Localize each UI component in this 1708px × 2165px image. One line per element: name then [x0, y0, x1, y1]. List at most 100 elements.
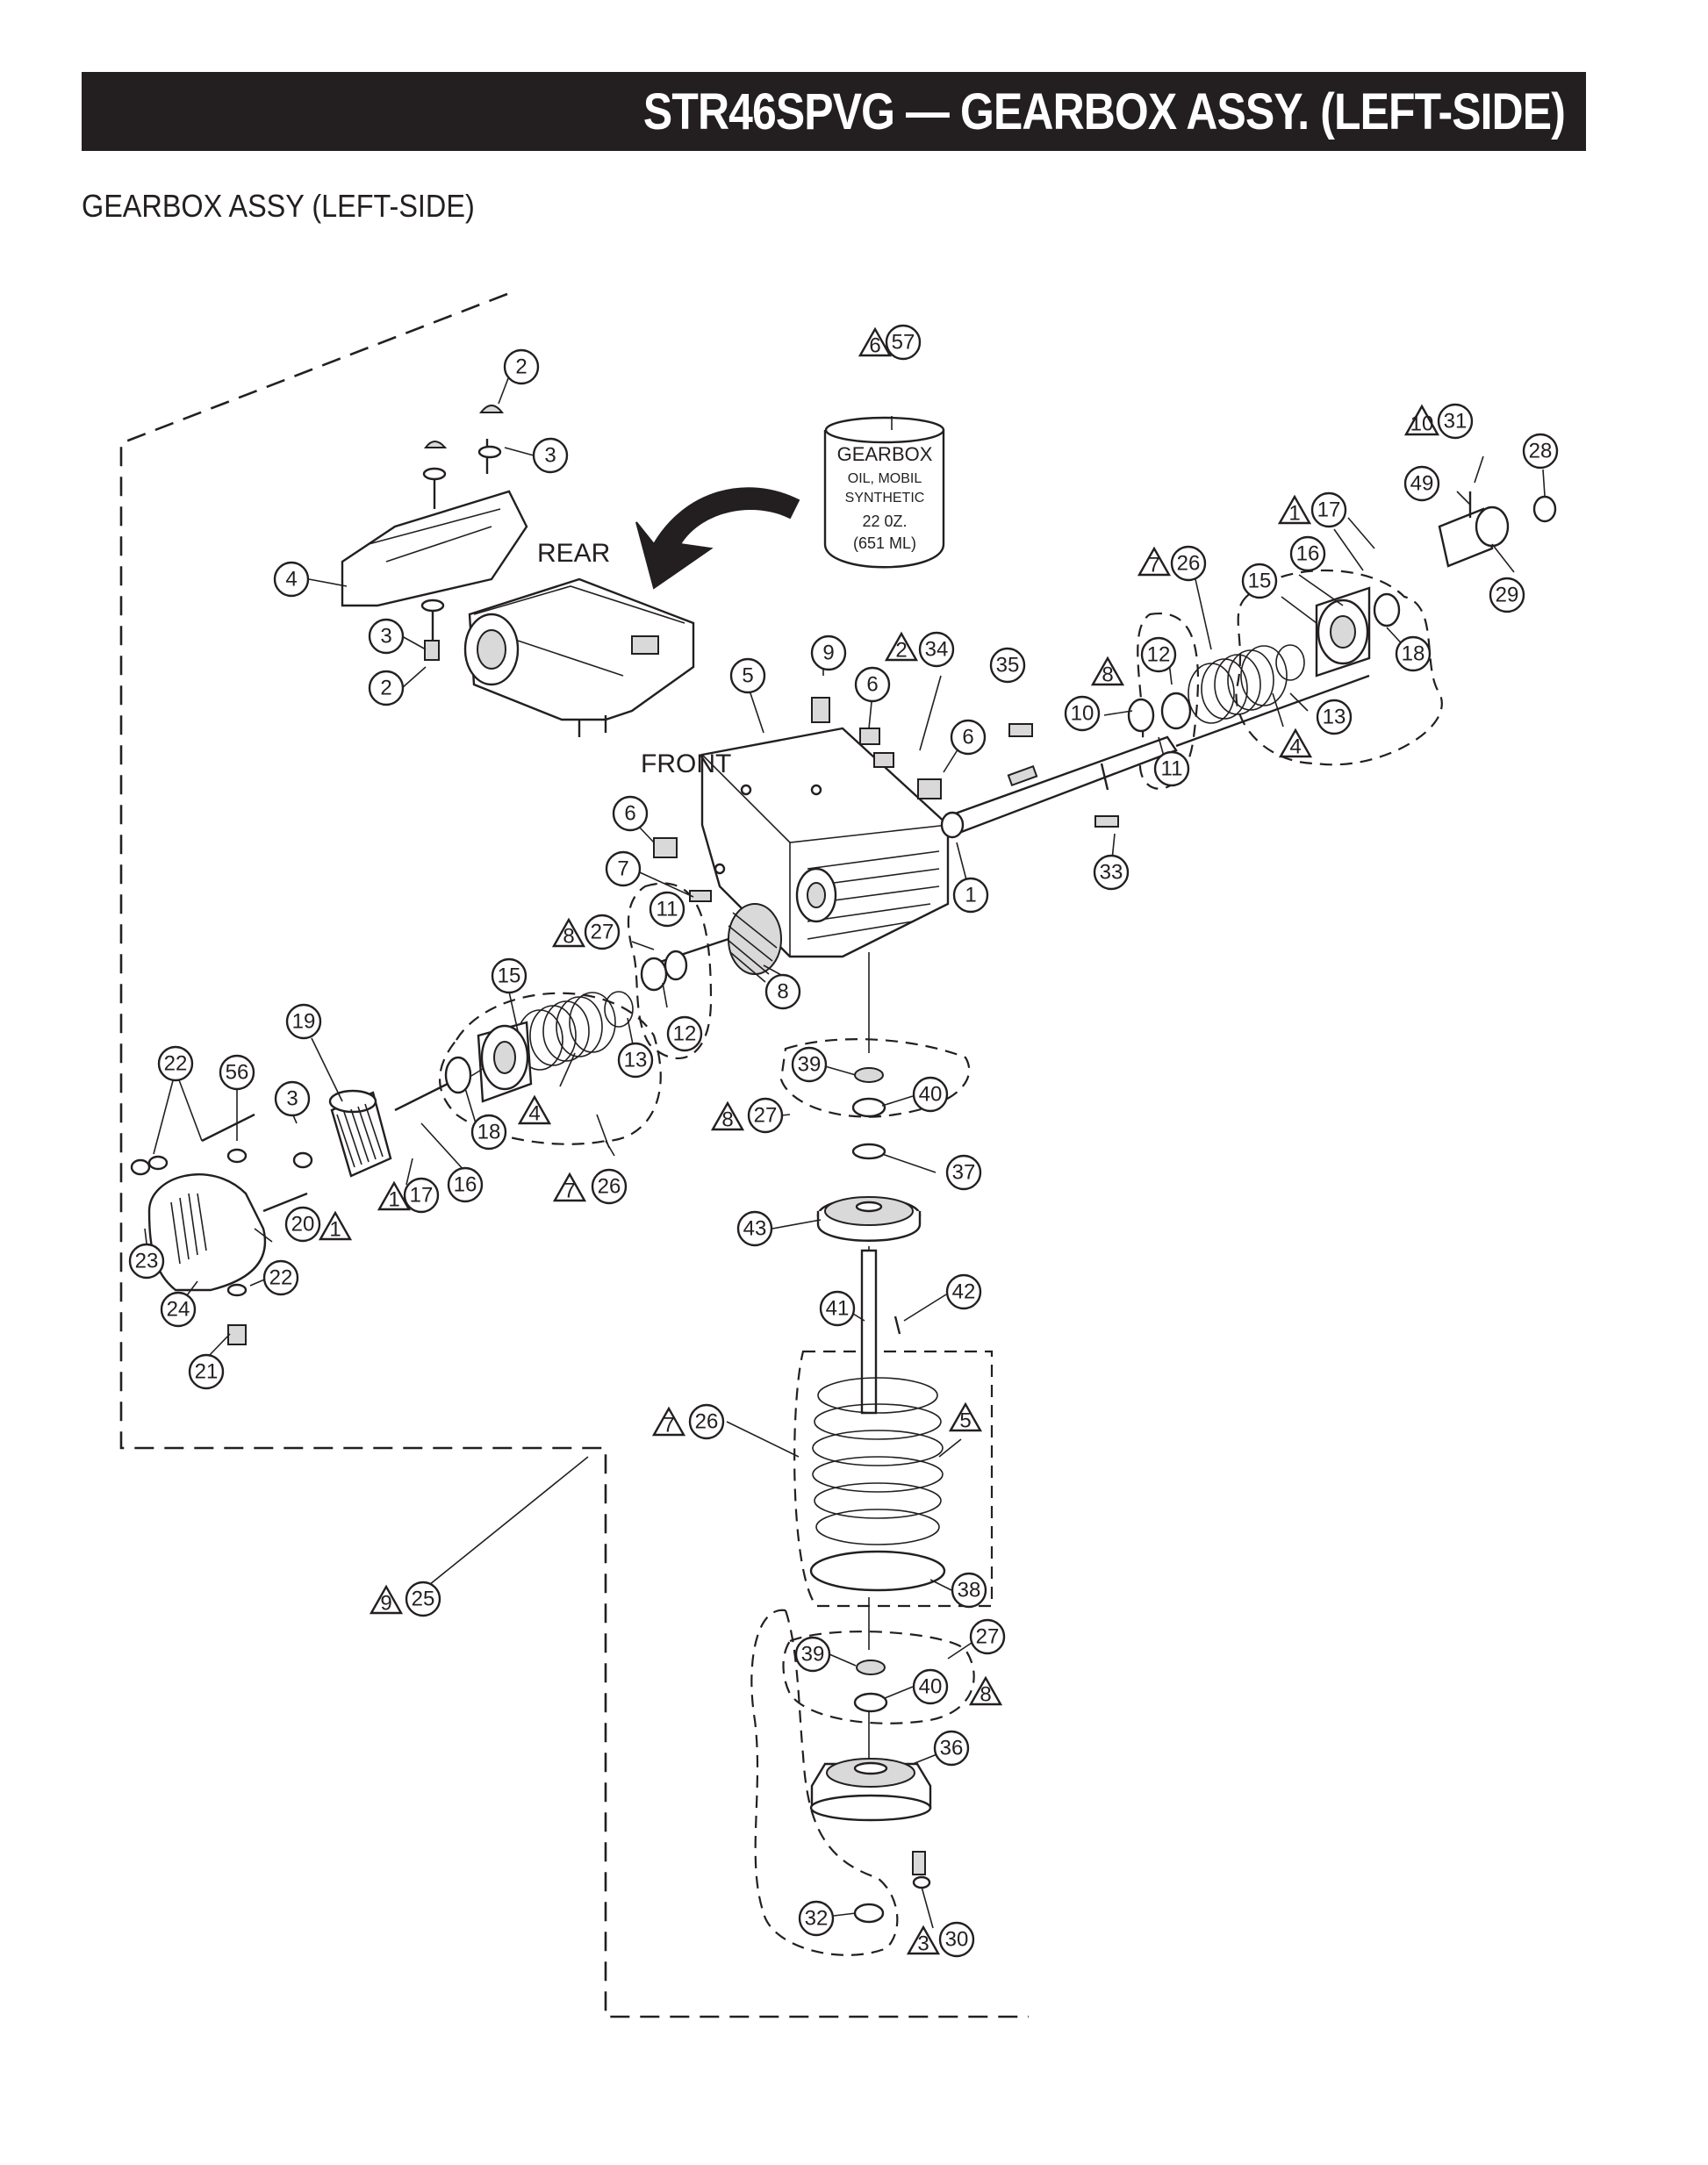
can-label-metric: (651 ML) [853, 534, 916, 552]
callout-2-top: 2 [503, 348, 540, 385]
svg-text:1: 1 [1288, 502, 1300, 526]
callout-22-top: 22 [157, 1045, 194, 1082]
svg-text:15: 15 [498, 964, 521, 988]
callout-9: 9 [810, 634, 847, 671]
callout-15-right: 15 [1241, 563, 1278, 599]
drive-gear-part [816, 1196, 922, 1242]
svg-text:17: 17 [1317, 498, 1341, 522]
gearbox-body-part [700, 727, 950, 958]
callout-4-cover: 4 [273, 561, 310, 598]
svg-text:9: 9 [380, 1592, 391, 1616]
svg-text:27: 27 [591, 921, 614, 944]
callout-16-right: 16 [1289, 535, 1326, 572]
callout-25: 25 [405, 1581, 441, 1617]
can-label-volume: 22 0Z. [862, 513, 907, 530]
note-triangle-8-bottom: 8 [968, 1675, 1003, 1707]
svg-text:15: 15 [1248, 570, 1272, 593]
callout-16-left: 16 [447, 1166, 484, 1203]
input-shaft-part [940, 674, 1370, 839]
callout-31: 33 [1093, 854, 1130, 891]
svg-text:43: 43 [743, 1217, 767, 1241]
callout-40-bottom: 40 [912, 1668, 949, 1705]
callout-1: 1 [952, 877, 989, 914]
svg-text:9: 9 [822, 642, 834, 665]
svg-text:24: 24 [167, 1298, 190, 1322]
note-triangle-7-right: 7 [1137, 546, 1172, 577]
title-bar: STR46SPVG — GEARBOX ASSY. (LEFT-SIDE) [82, 72, 1586, 151]
leader-lines [144, 366, 1546, 1929]
svg-text:20: 20 [291, 1213, 315, 1237]
assembly-boundary [119, 292, 1029, 2018]
callout-6-c: 6 [612, 795, 649, 832]
can-label-gearbox: GEARBOX [837, 443, 933, 465]
note-triangle-7-bottom: 7 [651, 1406, 686, 1437]
svg-text:23: 23 [135, 1250, 159, 1273]
can-label-oil: OIL, MOBIL [848, 471, 922, 486]
svg-text:39: 39 [798, 1053, 822, 1077]
callout-2-mid: 2 [368, 670, 405, 706]
svg-text:32: 32 [805, 1907, 829, 1931]
svg-text:10: 10 [1410, 412, 1434, 436]
svg-text:19: 19 [292, 1010, 316, 1034]
note-triangle-4-right: 4 [1278, 728, 1313, 759]
cooling-fan-part [328, 1089, 392, 1178]
svg-text:4: 4 [285, 568, 297, 591]
note-triangle-7-left: 7 [552, 1172, 587, 1203]
diagram-subtitle: GEARBOX ASSY (LEFT-SIDE) [82, 188, 475, 224]
callout-57: 57 [885, 324, 922, 361]
callout-12-right: 12 [1140, 636, 1177, 673]
rear-label: REAR [537, 539, 610, 568]
callout-41: 41 [819, 1290, 856, 1327]
svg-text:8: 8 [1102, 663, 1113, 687]
callout-40-top: 40 [912, 1076, 949, 1113]
cover-plate-part [341, 405, 528, 661]
callout-17-right: 17 [1310, 491, 1347, 528]
note-triangle-10: 10 [1403, 404, 1440, 436]
callout-3-top: 3 [532, 437, 569, 474]
svg-text:28: 28 [1529, 440, 1553, 463]
svg-text:17: 17 [410, 1184, 434, 1208]
svg-text:27: 27 [976, 1625, 1000, 1649]
callout-7: 7 [605, 850, 642, 887]
svg-text:56: 56 [226, 1061, 249, 1085]
svg-text:1: 1 [388, 1188, 399, 1212]
note-triangle-8-mid: 8 [710, 1100, 745, 1132]
callout-39-bottom: 39 [794, 1636, 831, 1673]
svg-text:18: 18 [477, 1121, 501, 1144]
output-shaft-part [860, 1249, 901, 1415]
svg-text:7: 7 [617, 857, 628, 881]
callout-6-a: 6 [854, 666, 891, 703]
right-end-cap-part [1315, 491, 1557, 677]
callout-30: 31 [1437, 403, 1474, 440]
svg-text:41: 41 [826, 1297, 850, 1321]
svg-text:1: 1 [329, 1218, 341, 1242]
svg-text:5: 5 [959, 1409, 971, 1433]
lower-bearing-part [853, 1660, 888, 1713]
note-triangle-8-left: 8 [551, 917, 586, 949]
svg-text:31: 31 [1444, 410, 1468, 434]
callout-3-left: 3 [274, 1080, 311, 1117]
gearbox-oil-can: GEARBOX OIL, MOBIL SYNTHETIC 22 0Z. (651… [823, 416, 945, 569]
svg-text:34: 34 [925, 638, 949, 662]
svg-text:8: 8 [721, 1108, 733, 1132]
callout-10-shaft: 10 [1064, 695, 1101, 732]
svg-text:13: 13 [624, 1049, 648, 1072]
callout-19: 19 [285, 1003, 322, 1040]
callout-5: 5 [729, 657, 766, 694]
svg-text:5: 5 [742, 664, 753, 688]
callout-36: 37 [945, 1154, 982, 1191]
callout-26-right: 26 [1170, 545, 1207, 582]
upper-bearing-part [851, 1067, 886, 1160]
small-hardware [653, 697, 1119, 902]
note-triangle-5: 5 [948, 1402, 983, 1433]
svg-text:27: 27 [754, 1104, 778, 1128]
fill-direction-arrow [635, 487, 800, 590]
callout-18-right: 18 [1395, 635, 1432, 672]
svg-text:7: 7 [563, 1179, 575, 1203]
callout-27-left: 27 [584, 914, 621, 950]
callout-56: 56 [219, 1054, 255, 1091]
svg-text:13: 13 [1323, 706, 1346, 729]
lower-spring-stack [809, 1377, 946, 1592]
svg-text:26: 26 [695, 1410, 719, 1434]
